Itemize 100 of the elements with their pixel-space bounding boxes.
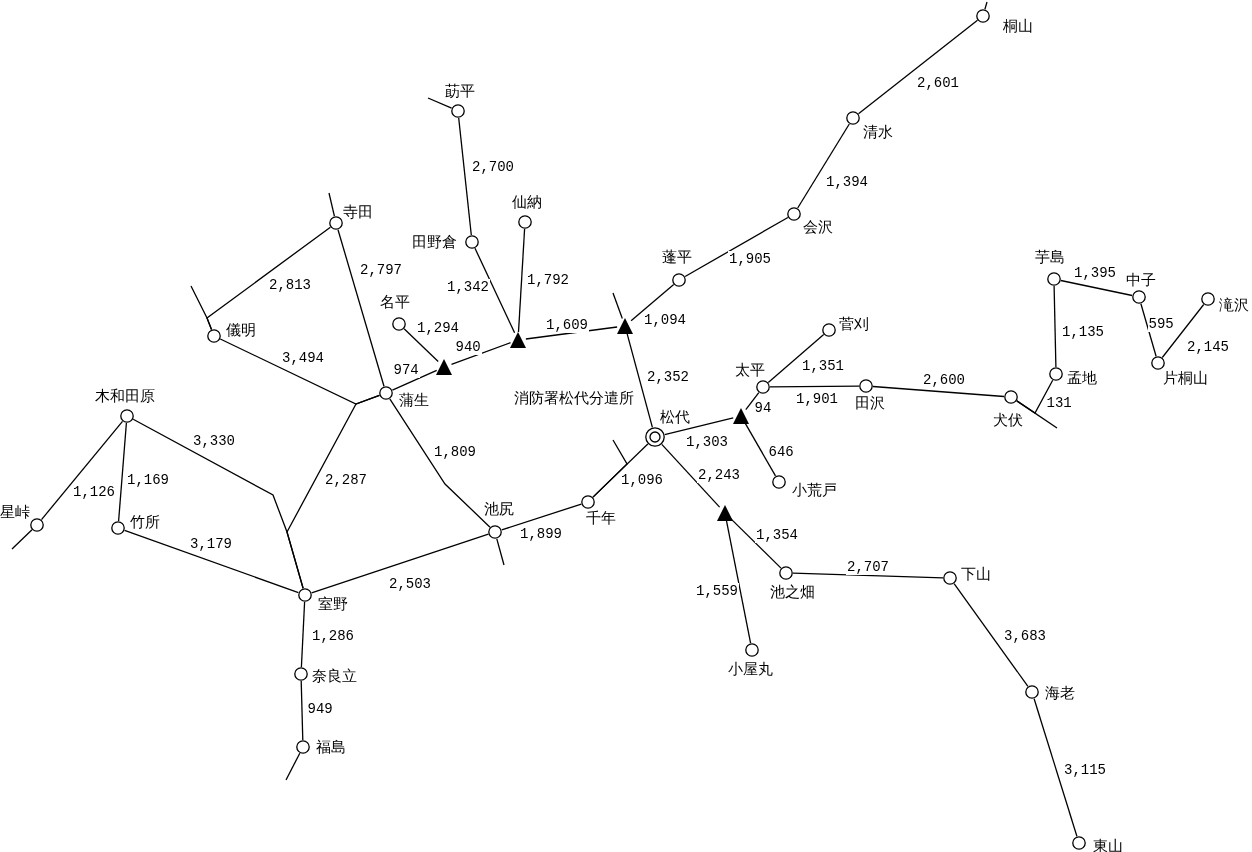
- place-name: 名平: [380, 293, 410, 311]
- road-stub: [190, 285, 213, 331]
- road-line: [474, 247, 516, 334]
- distance-label: 1,899: [519, 526, 563, 542]
- road-line: [389, 398, 491, 528]
- road-stub: [11, 529, 33, 550]
- road-stub: [984, 1, 988, 10]
- triangle-marker: [617, 318, 633, 334]
- triangle-marker: [733, 408, 749, 424]
- place-name: 滝沢: [1219, 296, 1249, 314]
- distance-label: 2,145: [1186, 339, 1230, 355]
- distance-label: 1,559: [695, 583, 739, 599]
- place-name: 孟地: [1067, 369, 1097, 387]
- place-name: 小屋丸: [728, 660, 773, 678]
- road-line: [745, 391, 760, 411]
- place-name: 桐山: [1003, 17, 1033, 35]
- distance-label: 2,813: [268, 277, 312, 293]
- distance-label: 1,351: [801, 358, 845, 374]
- place-name: 蓬平: [662, 248, 692, 266]
- road-stub: [592, 439, 628, 498]
- road-line: [953, 583, 1029, 687]
- distance-label: 3,683: [1003, 628, 1047, 644]
- road-line: [117, 422, 128, 522]
- distance-label: 2,700: [471, 159, 515, 175]
- road-line: [857, 19, 979, 115]
- place-name: 会沢: [803, 218, 833, 236]
- place-name: 福島: [316, 738, 346, 756]
- distance-label: 1,354: [755, 527, 799, 543]
- distance-label: 1,096: [620, 472, 664, 488]
- distance-label: 940: [454, 339, 482, 355]
- distance-label: 1,609: [545, 317, 589, 333]
- road-line: [725, 520, 752, 644]
- road-stub: [328, 192, 336, 217]
- road-line: [517, 228, 526, 333]
- distance-label: 1,126: [72, 484, 116, 500]
- place-name: 芋島: [1035, 248, 1065, 266]
- distance-label: 1,135: [1061, 324, 1105, 340]
- place-name: 犬伏: [993, 411, 1023, 429]
- road-line: [403, 328, 439, 363]
- distance-label: 1,342: [446, 279, 490, 295]
- triangle-marker: [510, 332, 526, 348]
- distance-label: 1,094: [643, 312, 687, 328]
- distance-label: 1,286: [311, 628, 355, 644]
- road-line: [626, 333, 654, 428]
- road-line: [1033, 698, 1078, 837]
- distance-label: 2,600: [922, 372, 966, 388]
- place-name: 下山: [961, 565, 991, 583]
- road-line: [310, 533, 490, 594]
- distance-label: 1,395: [1073, 265, 1117, 281]
- road-line: [792, 572, 944, 579]
- distance-label: 1,792: [526, 272, 570, 288]
- road-line: [661, 443, 721, 508]
- place-name: 海老: [1045, 684, 1075, 702]
- road-stub: [612, 292, 623, 320]
- distance-label: 3,115: [1063, 762, 1107, 778]
- distance-label: 2,601: [916, 75, 960, 91]
- road-line: [300, 680, 304, 741]
- distance-label: 2,707: [846, 559, 890, 575]
- place-name: 池尻: [484, 500, 514, 518]
- distance-label: 1,809: [433, 444, 477, 460]
- road-line: [767, 333, 825, 384]
- road-line: [664, 417, 734, 436]
- place-name: 中子: [1126, 271, 1156, 289]
- road-line: [872, 385, 1005, 398]
- road-line: [1060, 279, 1133, 297]
- place-name: 田沢: [855, 394, 885, 412]
- place-name: 松代: [660, 408, 690, 426]
- place-name: 千年: [586, 509, 616, 527]
- distance-label: 3,330: [192, 433, 236, 449]
- distance-label: 1,901: [795, 391, 839, 407]
- place-name: 莇平: [445, 82, 475, 100]
- distance-label: 2,243: [697, 467, 741, 483]
- road-line: [769, 385, 860, 388]
- place-name: 池之畑: [770, 583, 815, 601]
- place-name: 竹所: [130, 513, 160, 531]
- distance-label: 1,303: [685, 434, 729, 450]
- road-line: [40, 420, 124, 521]
- road-line: [300, 601, 306, 668]
- road-line: [684, 216, 789, 278]
- place-name: 菅刈: [839, 315, 869, 333]
- distance-label: 1,394: [825, 174, 869, 190]
- place-name: 田野倉: [412, 233, 457, 251]
- place-name: 片桐山: [1163, 369, 1208, 387]
- place-name: 木和田原: [95, 387, 155, 405]
- road-line: [450, 342, 512, 365]
- road-line: [391, 369, 438, 391]
- road-line: [797, 123, 850, 209]
- place-name: 東山: [1093, 837, 1123, 852]
- place-name: 小荒戸: [792, 481, 837, 499]
- road-line: [730, 517, 782, 569]
- place-name: 仙納: [512, 193, 542, 211]
- place-name: 蒲生: [399, 391, 429, 409]
- place-name: 太平: [735, 361, 765, 379]
- road-line: [458, 117, 472, 236]
- place-name: 奈良立: [312, 667, 357, 685]
- distance-label: 2,287: [324, 472, 368, 488]
- distance-label: 974: [392, 362, 420, 378]
- road-line: [337, 229, 385, 387]
- distance-label: 1,905: [728, 251, 772, 267]
- distance-label: 1,294: [416, 320, 460, 336]
